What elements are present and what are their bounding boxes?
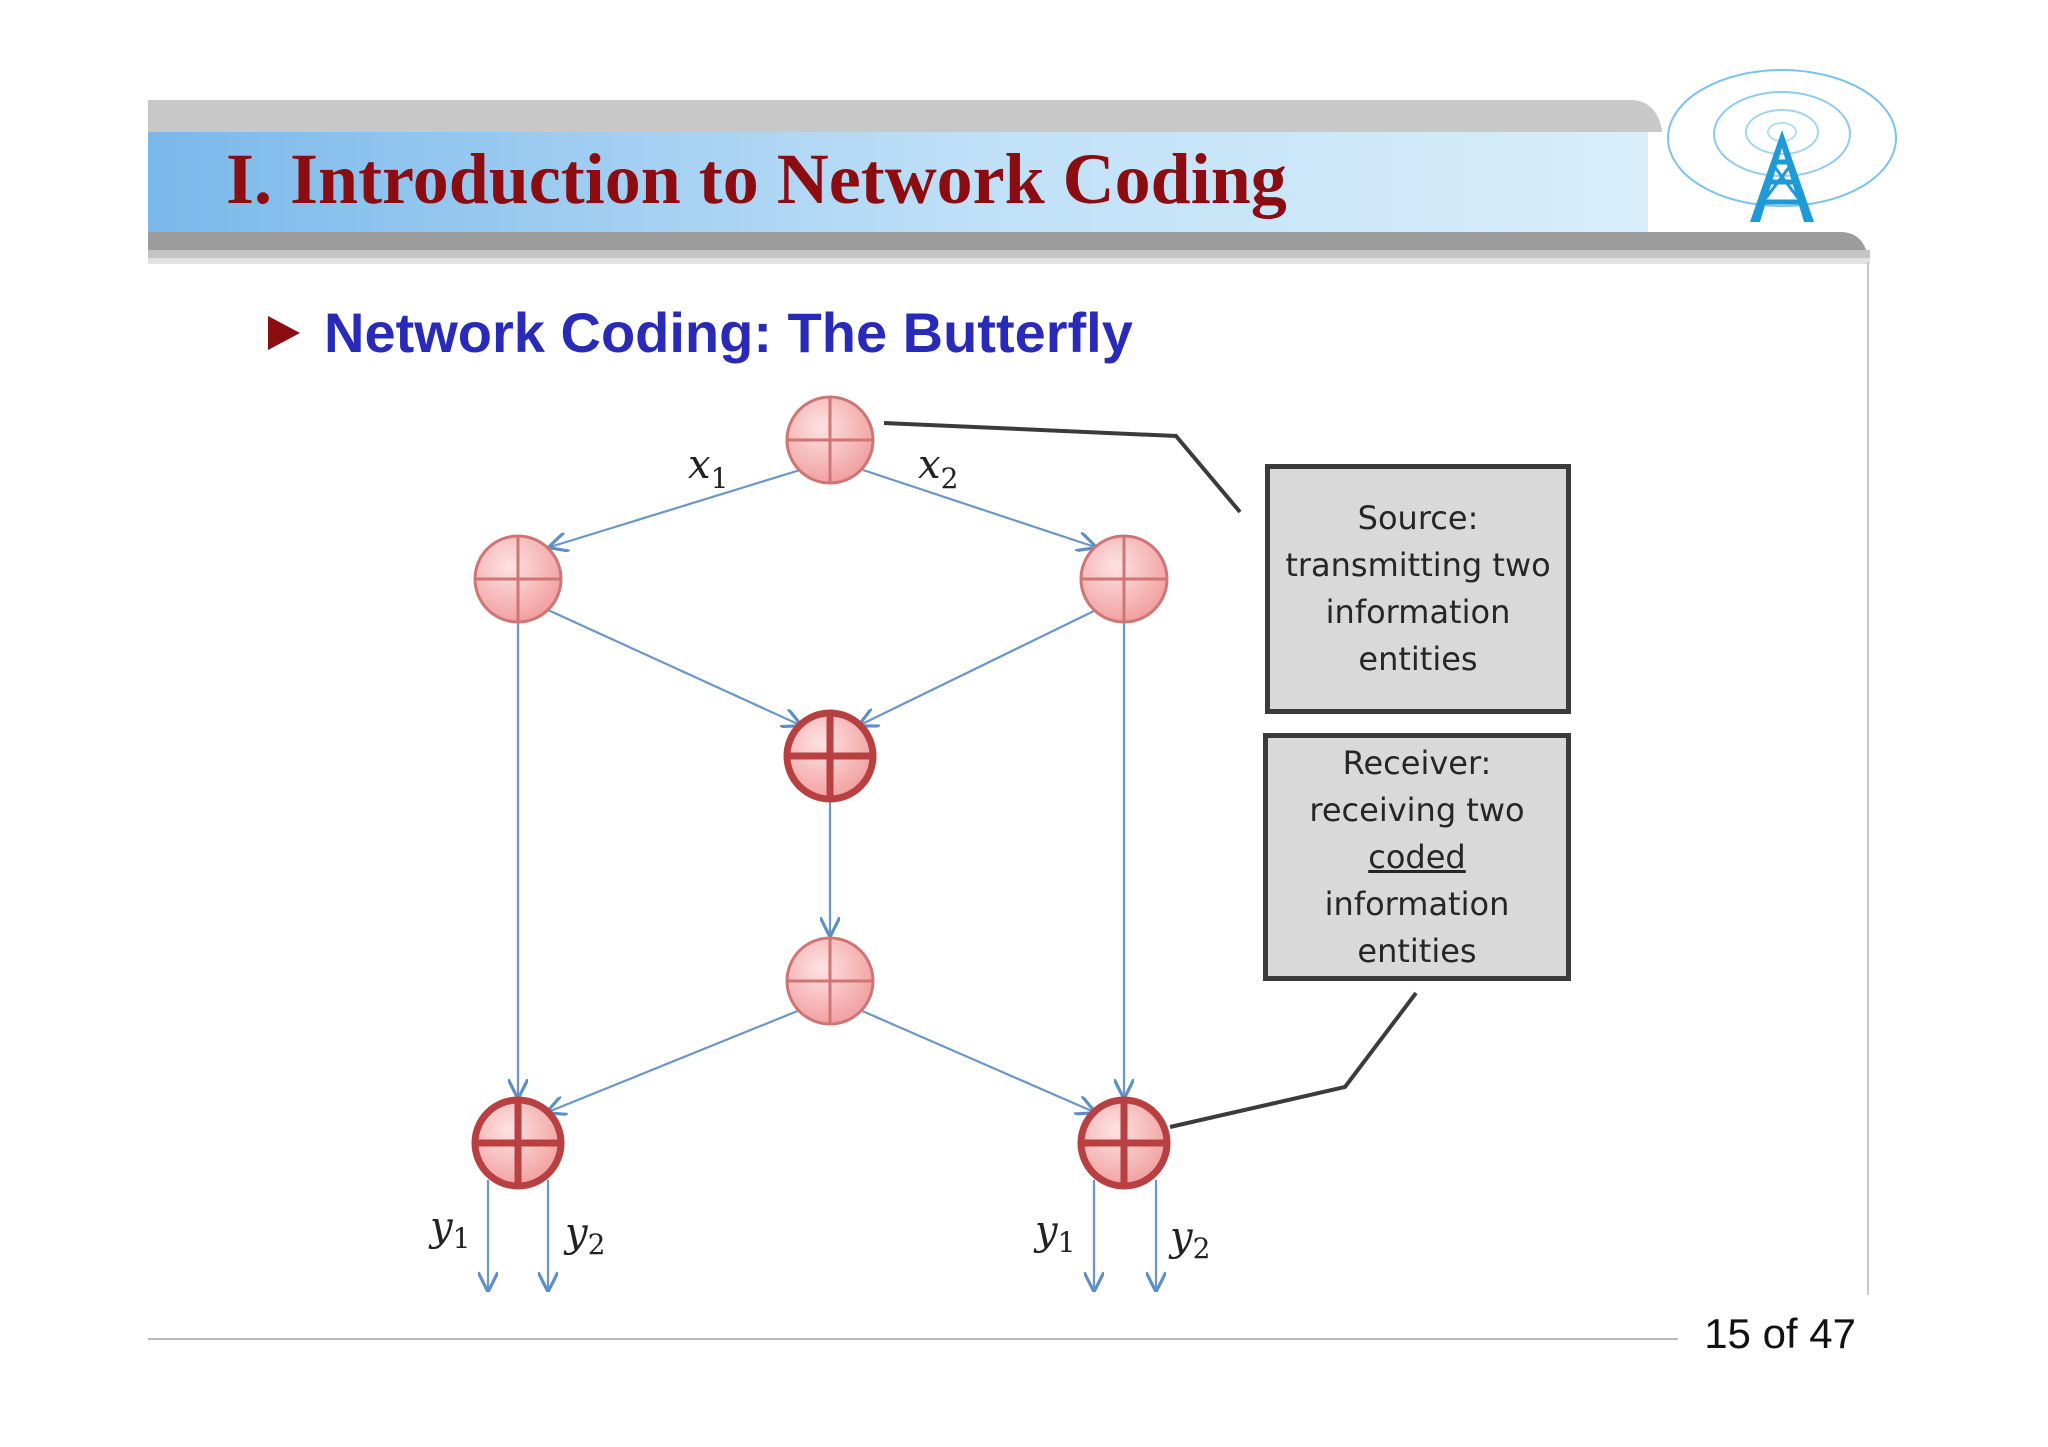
- receiver-callout-line: coded: [1368, 837, 1466, 876]
- source-callout-line: information: [1325, 593, 1511, 631]
- source-callout: Source: transmitting two information ent…: [1265, 464, 1571, 714]
- label-y-right-2: y2: [1168, 1214, 1210, 1265]
- node-relay: [785, 936, 875, 1026]
- node-sink-left: [471, 1096, 565, 1190]
- label-x1: x1: [688, 442, 728, 495]
- receiver-callout-line: entities: [1357, 931, 1477, 970]
- receiver-callout-line: Receiver:: [1342, 743, 1492, 782]
- node-sink-right: [1077, 1096, 1171, 1190]
- page-number: 15 of 47: [1704, 1310, 1856, 1357]
- edges: [488, 468, 1156, 1290]
- receiver-callout-line: information: [1324, 884, 1510, 923]
- node-right: [1079, 534, 1169, 624]
- label-y-left-1: y1: [428, 1204, 470, 1255]
- edge-relay-left: [548, 1008, 801, 1112]
- source-callout-line: entities: [1358, 640, 1478, 678]
- label-y-left-2: y2: [563, 1210, 605, 1261]
- node-source: [785, 395, 875, 485]
- source-callout-line: Source:: [1357, 499, 1479, 537]
- receiver-callout-line: receiving two: [1309, 790, 1525, 829]
- label-x2: x2: [918, 442, 958, 495]
- bullet-heading-text: Network Coding: The Butterfly: [324, 301, 1133, 364]
- radio-tower-icon: [1667, 69, 1897, 222]
- edge-right-coder: [860, 609, 1097, 725]
- edge-left-coder: [547, 608, 800, 725]
- bullet-heading: Network Coding: The Butterfly: [268, 300, 1133, 365]
- node-left: [473, 534, 563, 624]
- receiver-callout: Receiver: receiving two coded informatio…: [1263, 733, 1571, 981]
- source-callout-line: transmitting two: [1285, 546, 1551, 584]
- receiver-leader-line: [1169, 991, 1418, 1129]
- triangle-bullet-icon: [268, 315, 300, 350]
- header-banner: [148, 100, 1870, 1340]
- label-y-right-1: y1: [1033, 1208, 1075, 1259]
- node-coder: [783, 709, 877, 803]
- edge-source-right: [862, 468, 1095, 547]
- page-title: I. Introduction to Network Coding: [226, 139, 1287, 219]
- edge-relay-right: [859, 1008, 1094, 1112]
- edge-source-left: [550, 468, 801, 547]
- source-leader-line: [883, 421, 1242, 514]
